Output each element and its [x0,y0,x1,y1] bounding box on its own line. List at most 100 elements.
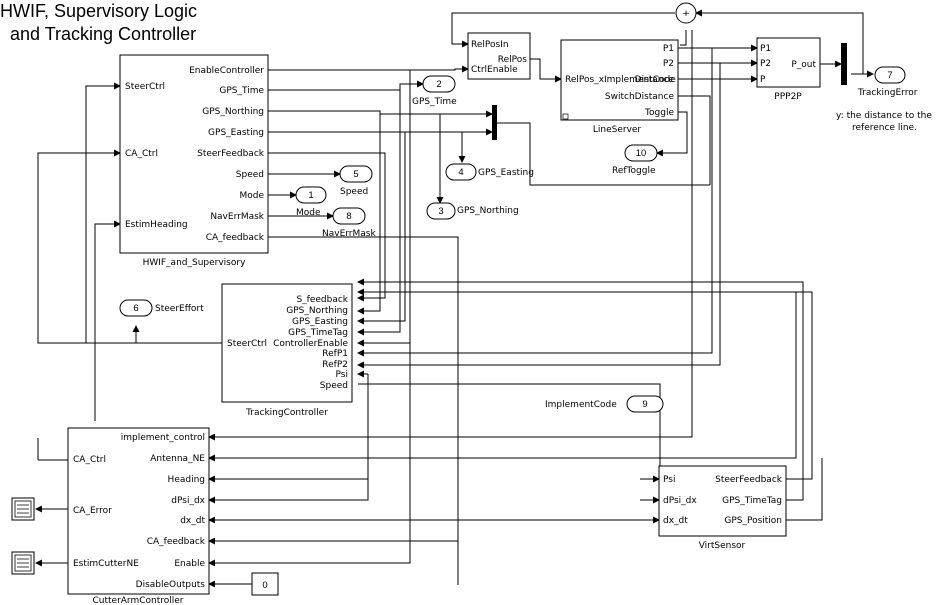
cutter-block-name: CutterArmController [92,596,183,605]
cutter-in-antenna-ne: Antenna_NE [150,454,205,464]
tracking-out-steerctrl: SteerCtrl [227,339,267,349]
scope-estimcutterne[interactable] [11,551,35,575]
virtsensor-block-name: VirtSensor [699,541,746,551]
sum-plus-sign: + [682,9,690,19]
hwif-in-ca-ctrl: CA_Ctrl [125,149,158,159]
outport-1-mode[interactable]: 1 Mode [295,186,327,218]
virtsensor-in-dpsi-dx: dPsi_dx [663,496,697,506]
ppp2p-in-p2: P2 [760,59,771,69]
tracking-in-speed: Speed [320,381,348,391]
svg-text:8: 8 [346,211,351,222]
ppp2p-block-name: PPP2P [774,92,802,102]
cutter-in-implement-control: implement_control [121,433,205,443]
virtsensor-out-steerfeedback: SteerFeedback [715,475,783,485]
ppp2p-block[interactable]: P1 P2 P P_out PPP2P [756,37,821,102]
tracking-block-name: TrackingController [245,408,328,418]
cutter-in-dx-dt: dx_dt [180,516,205,526]
svg-text:NavErrMask: NavErrMask [322,229,376,239]
lineserver-in-relpos-ximplementcode: RelPos_xImplementCode [565,75,676,85]
svg-text:4: 4 [458,167,463,178]
hwif-in-estimheading: EstimHeading [125,220,188,230]
outport-2-gps-time[interactable]: 2 GPS_Time [412,75,457,107]
relpos-out-relpos: RelPos [498,55,527,65]
tracking-in-refp2: RefP2 [322,360,348,370]
lineserver-resize-icon [562,113,569,120]
lineserver-out-p1: P1 [663,44,674,54]
svg-text:RefToggle: RefToggle [612,166,656,176]
tracking-controller-block[interactable]: SteerCtrl S_feedback GPS_Northing GPS_Ea… [221,283,353,418]
cutter-in-enable: Enable [174,559,205,569]
outport-6-steereffort[interactable]: 6 SteerEffort [119,299,204,317]
svg-text:7: 7 [887,70,892,81]
hwif-out-speed: Speed [236,170,264,180]
ppp2p-in-p: P [760,75,766,85]
svg-text:10: 10 [636,148,647,159]
outport-3-gps-northing[interactable]: 3 GPS_Northing [426,202,519,220]
sum-block[interactable]: + [675,2,697,24]
hwif-out-gps-easting: GPS_Easting [208,128,264,138]
outport-10-reftoggle[interactable]: 10 RefToggle [612,144,658,176]
hwif-in-steerctrl: SteerCtrl [125,82,165,92]
outport-5-speed[interactable]: 5 Speed [339,165,373,197]
mux-tracking-block[interactable] [841,43,847,85]
outport-8-naverrmask[interactable]: 8 NavErrMask [322,207,376,239]
hwif-out-gps-time: GPS_Time [219,86,264,96]
outport-7-trackingerror[interactable]: 7 TrackingError [857,66,918,98]
relpos-in-relposin: RelPosIn [471,40,509,50]
cutter-out-estimcutterne: EstimCutterNE [73,559,139,569]
hwif-out-enablecontroller: EnableController [189,66,264,76]
svg-text:5: 5 [353,169,358,180]
outport-9-implementcode[interactable]: 9 ImplementCode [545,395,664,413]
outport-4-gps-easting[interactable]: 4 GPS_Easting [445,163,534,181]
virtsensor-in-psi: Psi [663,475,675,485]
tracking-in-s-feedback: S_feedback [296,295,348,305]
svg-text:GPS_Easting: GPS_Easting [478,168,534,178]
diagram-title-line2: and Tracking Controller [10,24,196,44]
svg-text:6: 6 [133,303,138,314]
svg-text:GPS_Time: GPS_Time [412,97,457,107]
svg-text:2: 2 [436,79,441,90]
lineserver-block-name: LineServer [593,125,642,135]
constant-block[interactable]: 0 [251,572,279,596]
virtsensor-in-dx-dt: dx_dt [663,516,688,526]
annotation-line1: y: the distance to the [836,111,932,121]
tracking-in-refp1: RefP1 [322,349,348,359]
hwif-out-ca-feedback: CA_feedback [206,233,265,243]
cutter-out-ca-error: CA_Error [73,506,112,516]
cutter-arm-controller-block[interactable]: CA_Ctrl CA_Error EstimCutterNE implement… [67,427,210,605]
svg-text:ImplementCode: ImplementCode [545,400,617,410]
hwif-out-steerfeedback: SteerFeedback [197,149,265,159]
hwif-out-naverrmask: NavErrMask [210,212,264,222]
tracking-in-psi: Psi [336,370,348,380]
lineserver-out-p2: P2 [663,59,674,69]
virtsensor-block[interactable]: Psi dPsi_dx dx_dt SteerFeedback GPS_Time… [658,465,787,551]
lineserver-block[interactable]: P1 P2 RelPos_xImplementCode Distance Swi… [560,39,679,135]
svg-text:Mode: Mode [296,208,321,218]
cutter-in-heading: Heading [168,475,205,485]
tracking-in-gps-timetag: GPS_TimeTag [288,328,348,338]
lineserver-switchdistance: SwitchDistance [605,92,675,102]
relpos-block[interactable]: RelPosIn CtrlEnable RelPos [467,32,531,80]
tracking-in-gps-easting: GPS_Easting [292,317,348,327]
svg-text:GPS_Northing: GPS_Northing [457,206,519,216]
ppp2p-in-p1: P1 [760,44,771,54]
constant-value: 0 [262,580,267,591]
lineserver-out-toggle: Toggle [644,108,674,118]
hwif-supervisory-block[interactable]: SteerCtrl CA_Ctrl EstimHeading EnableCon… [119,54,269,268]
hwif-block-name: HWIF_and_Supervisory [143,258,247,268]
diagram-title-line1: HWIF, Supervisory Logic [0,1,197,21]
wires [35,9,874,588]
annotation-line2: reference line. [852,123,917,133]
virtsensor-out-gps-position: GPS_Position [724,516,782,526]
mux-gps-block[interactable] [492,105,497,140]
cutter-in-dpsi-dx: dPsi_dx [171,496,205,506]
tracking-in-gps-northing: GPS_Northing [286,306,348,316]
cutter-out-ca-ctrl: CA_Ctrl [73,455,106,465]
svg-text:9: 9 [642,399,647,410]
cutter-in-disableoutputs: DisableOutputs [136,580,206,590]
svg-text:TrackingError: TrackingError [857,88,918,98]
cutter-in-ca-feedback: CA_feedback [147,537,206,547]
scope-ca-error[interactable] [11,497,35,521]
relpos-in-ctrlenable: CtrlEnable [471,65,518,75]
